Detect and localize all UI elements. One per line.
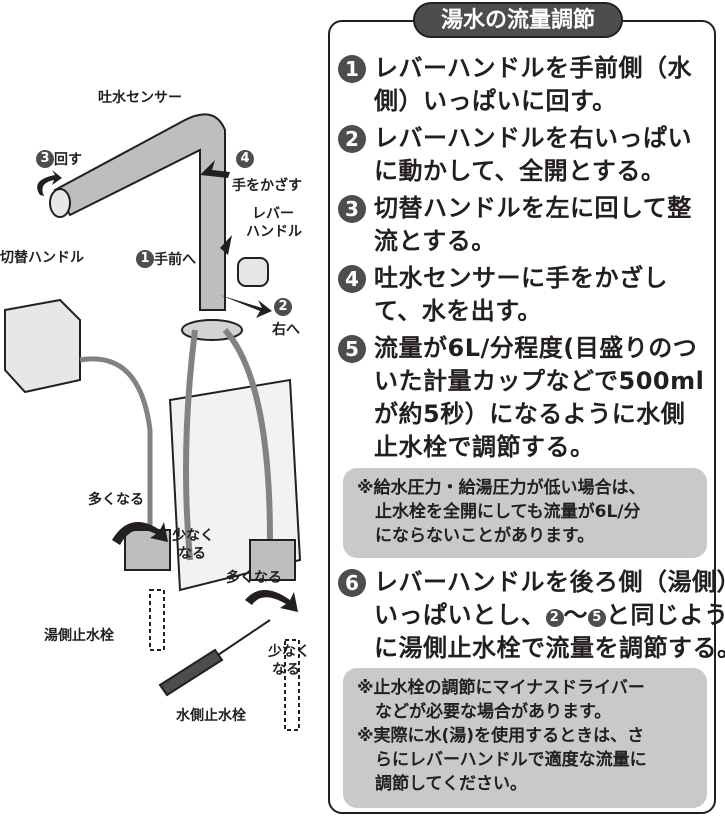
label-switch-handle: 切替ハンドル: [0, 250, 84, 266]
spout: [53, 113, 226, 311]
step-ref-badge: 5: [588, 609, 606, 627]
step-1: 1 レバーハンドルを手前側（水 側）いっぱいに回す。: [338, 52, 716, 118]
step-ref-badge: 2: [545, 609, 564, 627]
step-1-badge: 1: [136, 250, 154, 268]
hot-valve-arrow: [112, 522, 168, 545]
note-low-pressure: ※給水圧力・給湯圧力が低い場合は、 止水栓を全開にしても流量が6L/分 にならな…: [343, 468, 707, 558]
step-number: 6: [338, 569, 366, 597]
step-5: 5 流量が6L/分程度(目盛りのつ いた計量カップなどで500ml が約5秒）に…: [338, 332, 716, 464]
step-3-badge: 3: [36, 150, 54, 168]
note-usage: ※止水栓の調節にマイナスドライバー などが必要な場合があります。 ※実際に水(湯…: [343, 668, 707, 808]
label-right-num: 2: [274, 298, 292, 317]
step-2-badge: 2: [274, 298, 292, 316]
label-lever-2: ハンドル: [246, 224, 302, 240]
faucet-drawing: [4, 113, 302, 731]
step-number: 5: [338, 335, 366, 363]
label-right: 右へ: [272, 322, 300, 338]
toward-arrow: [220, 235, 232, 255]
label-cold-valve: 水側止水栓: [176, 708, 246, 724]
step-number: 1: [338, 55, 366, 83]
hand-arrow: [200, 160, 230, 178]
step-3: 3 切替ハンドルを左に回して整 流とする。: [338, 192, 716, 258]
label-less-left-2: なる: [178, 546, 206, 562]
cold-valve-arrow: [245, 590, 298, 612]
label-less-left-1: 少なく: [172, 528, 214, 544]
step-number: 3: [338, 195, 366, 223]
control-box: [4, 298, 81, 394]
screwdriver: [158, 619, 271, 697]
step-number: 4: [338, 265, 366, 293]
label-more-right: 多くなる: [226, 570, 282, 586]
label-hand: 手をかざす: [232, 178, 302, 194]
step-4: 4 吐水センサーに手をかざし て、水を出す。: [338, 262, 716, 328]
lever-handle: [237, 257, 269, 287]
label-hand-num: 4: [236, 150, 254, 169]
label-less-right-1: 少なく: [268, 644, 310, 660]
rotate-arrow: [37, 170, 62, 196]
right-arrow: [220, 295, 272, 318]
label-hot-valve: 湯側止水栓: [44, 628, 114, 644]
label-sensor: 吐水センサー: [98, 90, 182, 106]
label-lever-1: レバー: [252, 206, 294, 222]
label-less-right-2: なる: [272, 662, 300, 678]
cold-valve-body: [249, 539, 296, 581]
step-2: 2 レバーハンドルを右いっぱい に動かして、全開とする。: [338, 122, 716, 188]
panel-title: 湯水の流量調節: [413, 2, 623, 38]
label-more-left: 多くなる: [88, 492, 144, 508]
step-4-badge: 4: [236, 150, 254, 168]
step-number: 2: [338, 125, 366, 153]
